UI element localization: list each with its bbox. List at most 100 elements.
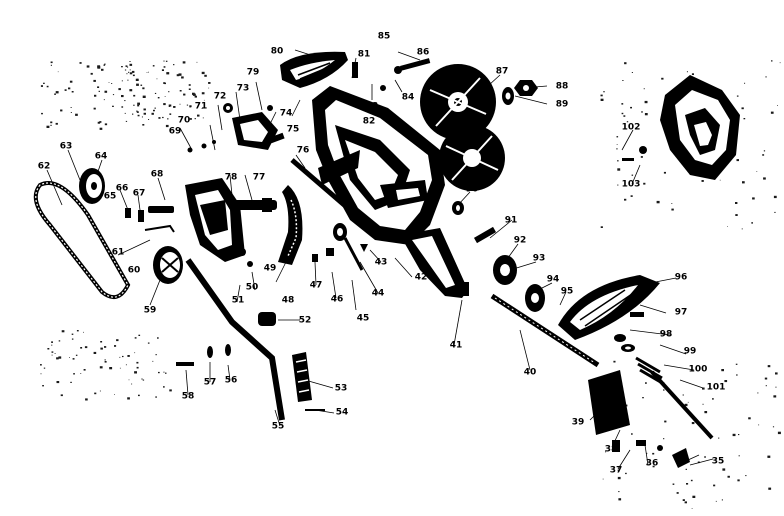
top-bolt [352, 58, 431, 91]
speckle [51, 354, 53, 356]
speckle [169, 389, 172, 392]
speckle [132, 74, 135, 77]
callout-98: 98 [660, 330, 673, 340]
callout-47: 47 [310, 281, 323, 291]
speckle [745, 475, 747, 477]
speckle [671, 203, 673, 204]
speckle [51, 344, 53, 346]
speckle [161, 69, 164, 71]
speckle [58, 356, 62, 359]
speckle [189, 118, 192, 120]
speckle [127, 397, 130, 400]
speckle [100, 341, 103, 343]
speckle [163, 66, 166, 68]
speckle [727, 226, 728, 227]
speckle [97, 65, 101, 68]
speckle [129, 89, 133, 92]
speckle [135, 78, 139, 81]
callout-46: 46 [331, 295, 344, 305]
inset-housing-detail [622, 75, 740, 180]
speckle [735, 202, 738, 204]
speckle [682, 499, 685, 501]
speckle [197, 114, 200, 117]
speckle [47, 348, 50, 350]
speckle [183, 93, 186, 96]
callout-67: 67 [133, 189, 146, 199]
speckle [164, 96, 166, 97]
speckle [101, 68, 104, 71]
speckle [646, 463, 648, 465]
bolt-91 [473, 226, 497, 244]
speckle [775, 372, 778, 375]
speckle [732, 433, 736, 437]
speckle [152, 65, 155, 67]
spring-and-washers [614, 312, 665, 386]
speckle [104, 346, 107, 348]
speckle [158, 117, 161, 119]
speckle [131, 70, 135, 73]
callout-95: 95 [561, 287, 574, 297]
speckle [136, 110, 138, 112]
tilt-plate [223, 103, 278, 150]
speckle [136, 361, 139, 364]
speckle [165, 124, 169, 128]
speckle [94, 94, 97, 97]
speckle [70, 112, 72, 113]
speckle [112, 94, 115, 96]
speckle [155, 354, 157, 356]
speckle [194, 95, 197, 98]
speckle [741, 107, 744, 110]
collar-and-sleeve [312, 223, 368, 271]
speckle [100, 347, 103, 350]
speckle [624, 198, 627, 201]
speckle [68, 87, 71, 90]
speckle [773, 195, 777, 199]
speckle [194, 118, 196, 120]
speckle [121, 106, 124, 108]
speckle [652, 452, 655, 455]
speckle [124, 112, 126, 114]
callout-77: 77 [253, 173, 266, 183]
speckle [645, 382, 647, 384]
speckle [60, 394, 63, 397]
speckle [50, 64, 52, 66]
speckle [181, 76, 184, 79]
speckle [55, 122, 58, 125]
speckle [122, 355, 124, 358]
speckle [617, 160, 619, 162]
knob [452, 201, 464, 215]
speckle [114, 394, 115, 395]
speckle [682, 394, 684, 396]
speckle [136, 366, 139, 369]
speckle [672, 483, 675, 485]
pins-56-58 [176, 344, 231, 366]
speckle [663, 438, 665, 440]
speckle [704, 411, 708, 414]
speckle [138, 334, 141, 336]
speckle [109, 367, 113, 370]
speckle [125, 120, 128, 122]
speckle [763, 177, 766, 180]
callout-86: 86 [417, 48, 430, 58]
speckle [143, 112, 146, 115]
saw-blade-lower [439, 125, 505, 191]
callout-72: 72 [214, 92, 227, 102]
speckle [85, 398, 88, 401]
speckle [40, 373, 42, 375]
speckle [142, 379, 145, 381]
callout-102: 102 [622, 123, 641, 133]
arbor-pulley [153, 246, 183, 284]
speckle [50, 61, 53, 64]
speckle [167, 118, 169, 120]
speckle [713, 484, 716, 487]
speckle [685, 468, 687, 470]
callout-36: 36 [646, 459, 659, 469]
speckle [691, 422, 695, 425]
speckle [158, 371, 160, 374]
speckle [168, 106, 170, 107]
speckle [727, 475, 730, 478]
callout-41: 41 [450, 341, 463, 351]
callout-97: 97 [675, 308, 688, 318]
speckle [600, 226, 603, 228]
